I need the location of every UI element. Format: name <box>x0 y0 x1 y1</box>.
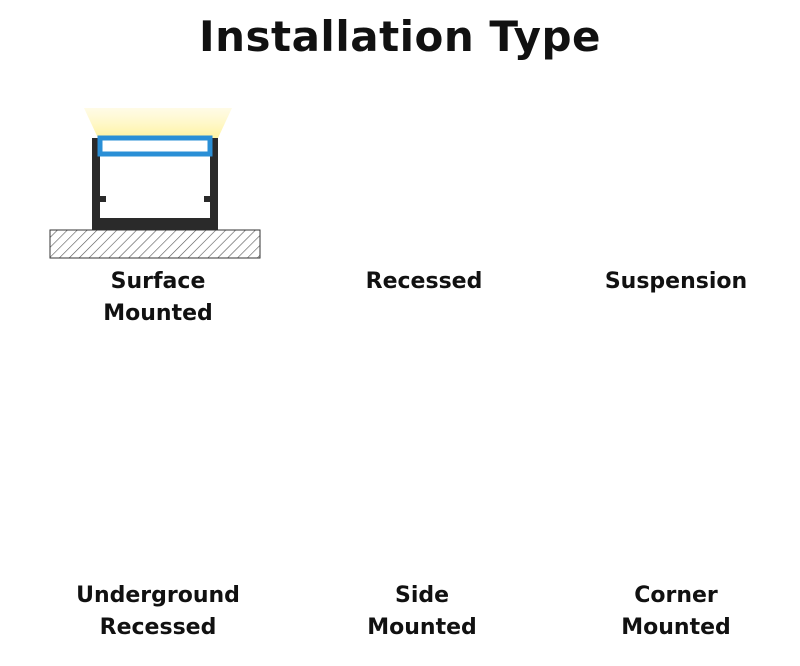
diffuser <box>97 135 213 157</box>
label-side-mounted: Side Mounted <box>367 583 477 640</box>
light-beam <box>84 108 232 138</box>
aluminum-profile <box>92 138 218 230</box>
surface-mounted-diagram <box>49 108 261 259</box>
label-recessed: Recessed <box>365 269 483 294</box>
page-title: Installation Type <box>198 12 602 61</box>
label-surface-mounted: Surface Mounted <box>103 269 213 326</box>
label-corner-mounted: Corner Mounted <box>621 583 731 640</box>
mounting-surface <box>49 229 261 259</box>
label-suspension: Suspension <box>604 269 748 294</box>
label-underground-recessed: Underground Recessed <box>76 583 240 640</box>
